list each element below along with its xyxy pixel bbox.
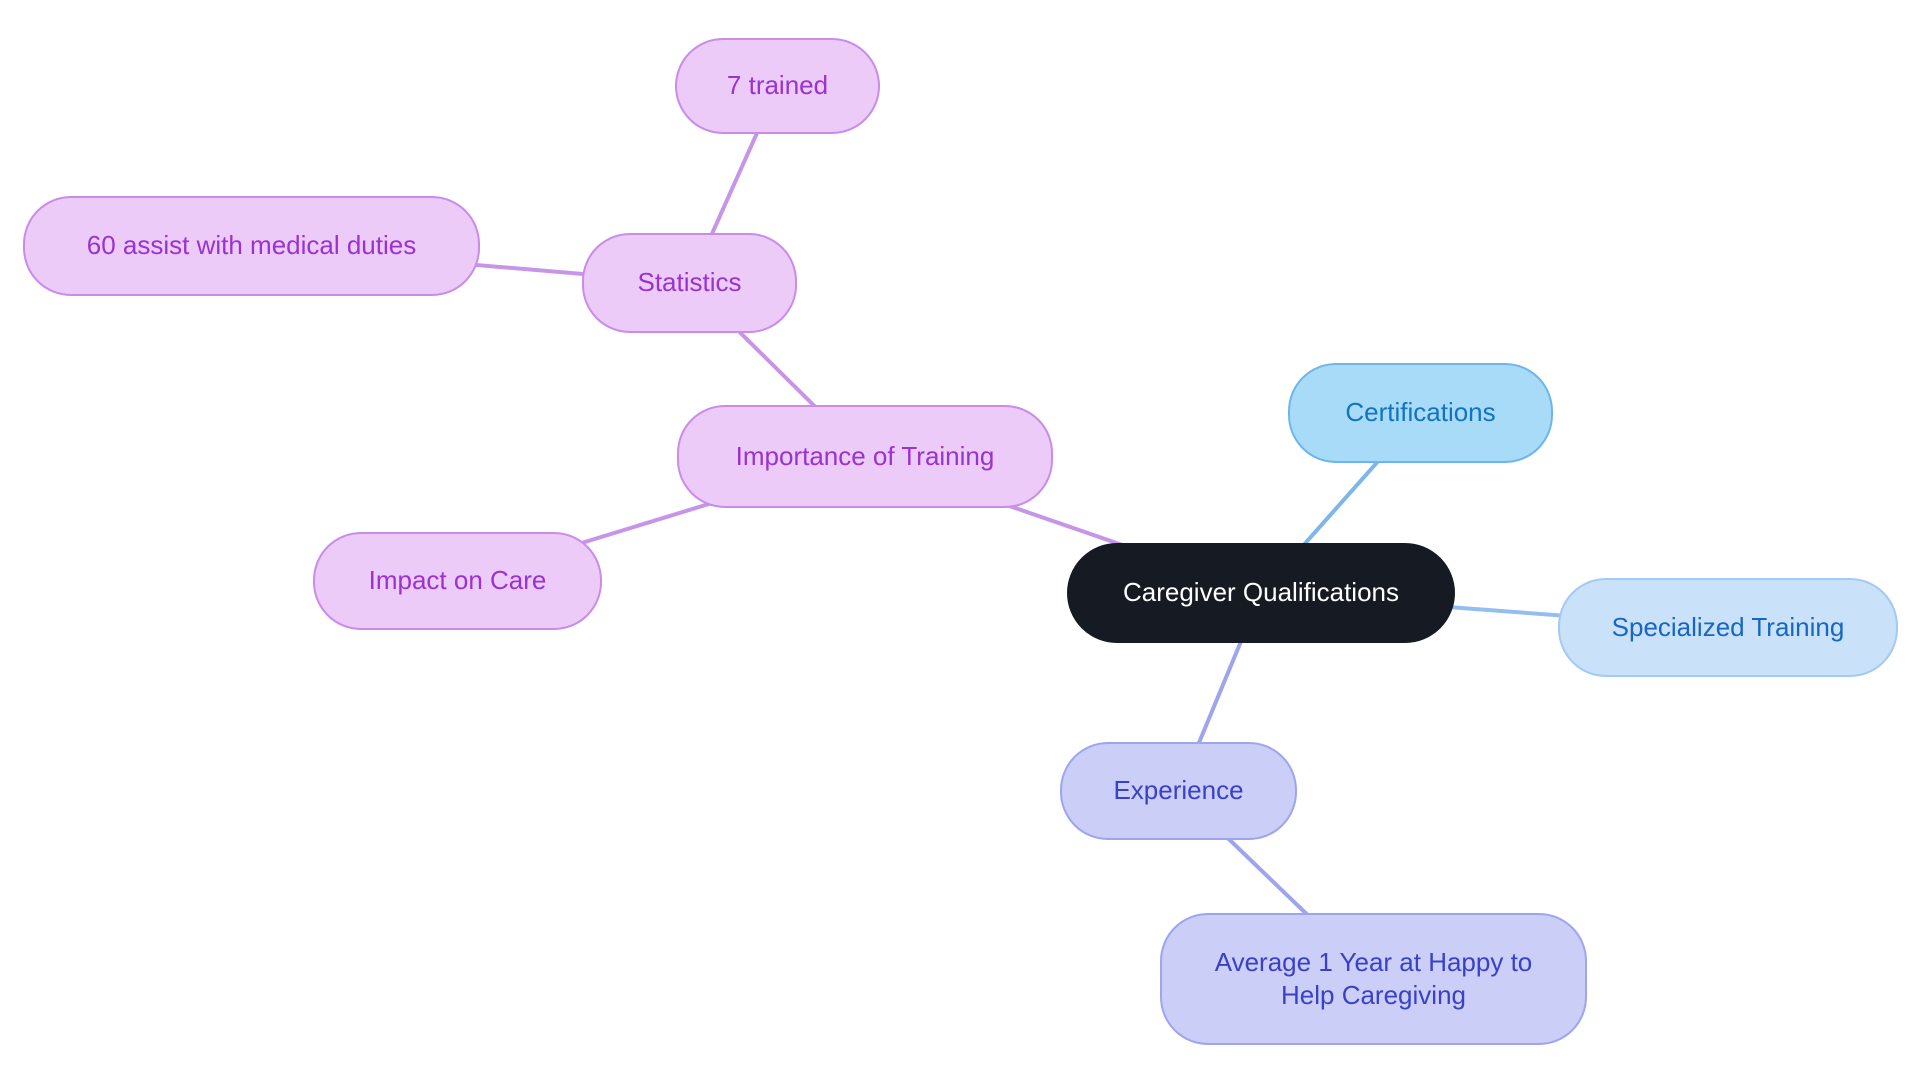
node-certifications-label: Certifications [1345, 397, 1496, 428]
node-trained-count-label: 7 trained [726, 70, 829, 101]
node-impact-on-care[interactable]: Impact on Care [313, 532, 602, 630]
node-importance-of-training[interactable]: Importance of Training [677, 405, 1053, 508]
node-experience[interactable]: Experience [1060, 742, 1297, 840]
node-statistics-label: Statistics [637, 267, 742, 298]
node-medical-duties-label: 60 assist with medical duties [86, 230, 417, 261]
node-specialized-training-label: Specialized Training [1611, 611, 1845, 642]
node-central-label: Caregiver Qualifications [1122, 577, 1399, 608]
node-average-tenure[interactable]: Average 1 Year at Happy to Help Caregivi… [1160, 913, 1587, 1045]
node-impact-on-care-label: Impact on Care [368, 565, 547, 596]
node-experience-label: Experience [1113, 775, 1244, 806]
node-importance-of-training-label: Importance of Training [735, 440, 995, 471]
node-average-tenure-label: Average 1 Year at Happy to Help Caregivi… [1214, 946, 1533, 1010]
node-medical-duties[interactable]: 60 assist with medical duties [23, 196, 480, 296]
node-trained-count[interactable]: 7 trained [675, 38, 880, 134]
node-central-caregiver-qualifications[interactable]: Caregiver Qualifications [1067, 543, 1455, 643]
node-specialized-training[interactable]: Specialized Training [1558, 578, 1898, 677]
node-statistics[interactable]: Statistics [582, 233, 797, 333]
node-certifications[interactable]: Certifications [1288, 363, 1553, 463]
